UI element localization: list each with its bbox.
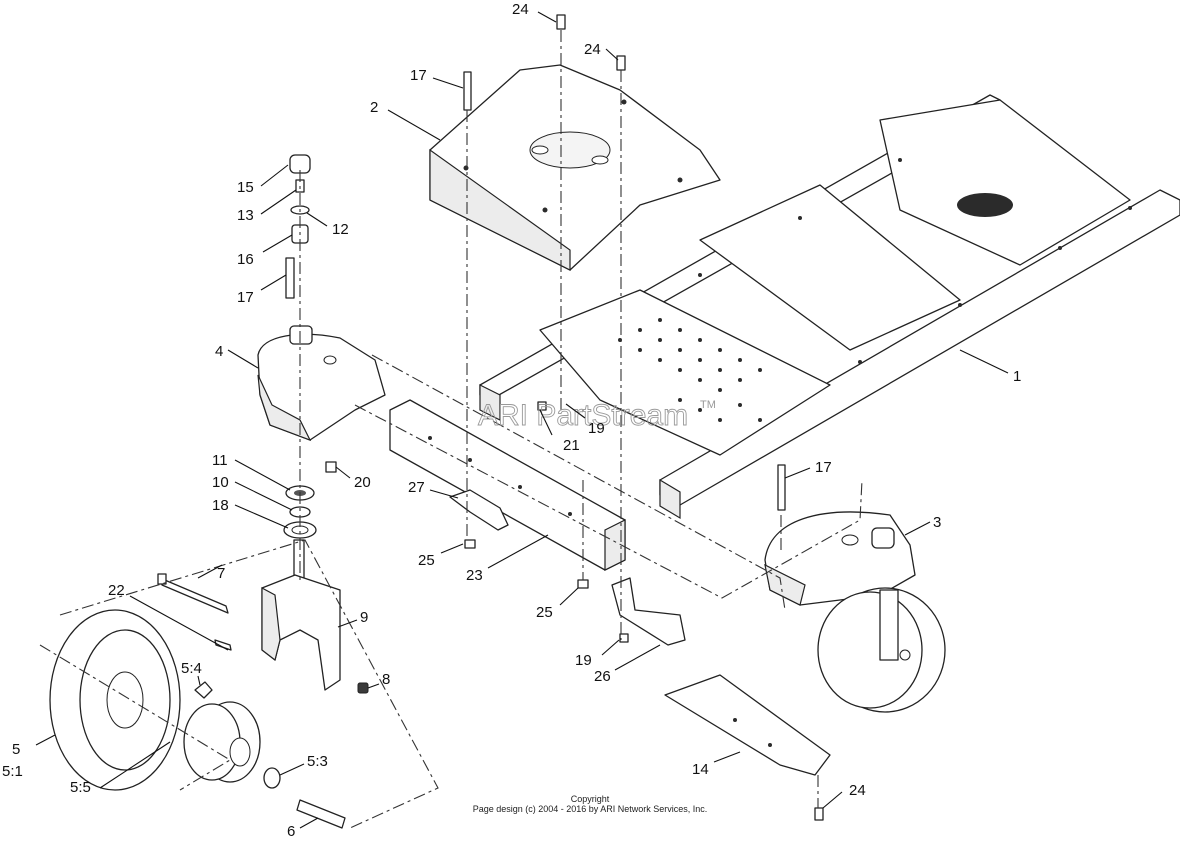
callout-18: 18 [212, 497, 229, 514]
callout-20: 20 [354, 474, 371, 491]
callout-26: 26 [594, 668, 611, 685]
nut-8 [357, 682, 369, 694]
bolt-17-top [463, 71, 472, 111]
callout-13: 13 [237, 207, 254, 224]
bolt-24-top-b [616, 55, 626, 71]
perforation-grid [618, 318, 762, 422]
axle-bolt [157, 573, 232, 651]
nut-25-left [464, 539, 476, 549]
caster-mount-right [764, 511, 916, 606]
callout-6: 6 [287, 823, 295, 840]
callout-24-top-a: 24 [512, 1, 529, 18]
nut-21 [537, 401, 547, 411]
callout-4: 4 [215, 343, 223, 360]
callout-10: 10 [212, 474, 229, 491]
callout-24-top-b: 24 [584, 41, 601, 58]
caster-mount-left [257, 325, 386, 442]
copyright-notice: Copyright Page design (c) 2004 - 2016 by… [440, 794, 740, 814]
alignment-lines [39, 30, 863, 829]
main-frame [479, 94, 1180, 520]
watermark: ARI PartStream TM [478, 399, 716, 433]
bolt-24-top-a [556, 14, 566, 30]
callout-2: 2 [370, 99, 378, 116]
callout-5-1: 5:1 [2, 763, 23, 780]
callout-12: 12 [332, 221, 349, 238]
bolt-17-right [777, 464, 786, 511]
callout-17-right: 17 [815, 459, 832, 476]
callout-27: 27 [408, 479, 425, 496]
callout-5: 5 [12, 741, 20, 758]
bolt-24-bottom [814, 807, 824, 821]
callout-5-4: 5:4 [181, 660, 202, 677]
watermark-text: ARI PartStream [478, 399, 688, 432]
callout-22: 22 [108, 582, 125, 599]
copyright-line-2: Page design (c) 2004 - 2016 by ARI Netwo… [472, 804, 708, 814]
callout-9: 9 [360, 609, 368, 626]
copyright-line-1: Copyright [570, 794, 610, 804]
callout-25-mid: 25 [536, 604, 553, 621]
callout-3: 3 [933, 514, 941, 531]
callout-1: 1 [1013, 368, 1021, 385]
callout-labels: 24 24 17 2 15 13 12 16 17 4 11 10 18 20 … [2, 1, 1021, 840]
bolt-20 [325, 461, 337, 473]
callout-19-upper: 19 [588, 420, 605, 437]
spacer-6 [296, 799, 346, 829]
callout-8: 8 [382, 671, 390, 688]
callout-16: 16 [237, 251, 254, 268]
callout-21: 21 [563, 437, 580, 454]
bracket-26 [611, 577, 686, 646]
nut-25-mid [577, 579, 589, 589]
callout-5-3: 5:3 [307, 753, 328, 770]
plate-14 [664, 674, 831, 776]
callout-17-left: 17 [237, 289, 254, 306]
right-wheel [817, 587, 946, 713]
fender-plate [429, 64, 721, 271]
caster-hardware-stack [285, 154, 311, 299]
left-wheel [49, 609, 181, 791]
callout-25-left: 25 [418, 552, 435, 569]
callout-24-bottom: 24 [849, 782, 866, 799]
bearing-5-3 [263, 767, 281, 789]
bracket-27 [449, 489, 509, 531]
callout-5-5: 5:5 [70, 779, 91, 796]
callout-7: 7 [217, 565, 225, 582]
callout-11: 11 [212, 452, 228, 469]
callout-23: 23 [466, 567, 483, 584]
watermark-tm: TM [700, 399, 716, 411]
callout-15: 15 [237, 179, 254, 196]
caster-fork [261, 539, 341, 691]
callout-14: 14 [692, 761, 709, 778]
nut-19-lower [619, 633, 629, 643]
leader-lines [35, 11, 1009, 829]
left-rim [183, 681, 261, 783]
callout-17-top: 17 [410, 67, 427, 84]
callout-19-lower: 19 [575, 652, 592, 669]
